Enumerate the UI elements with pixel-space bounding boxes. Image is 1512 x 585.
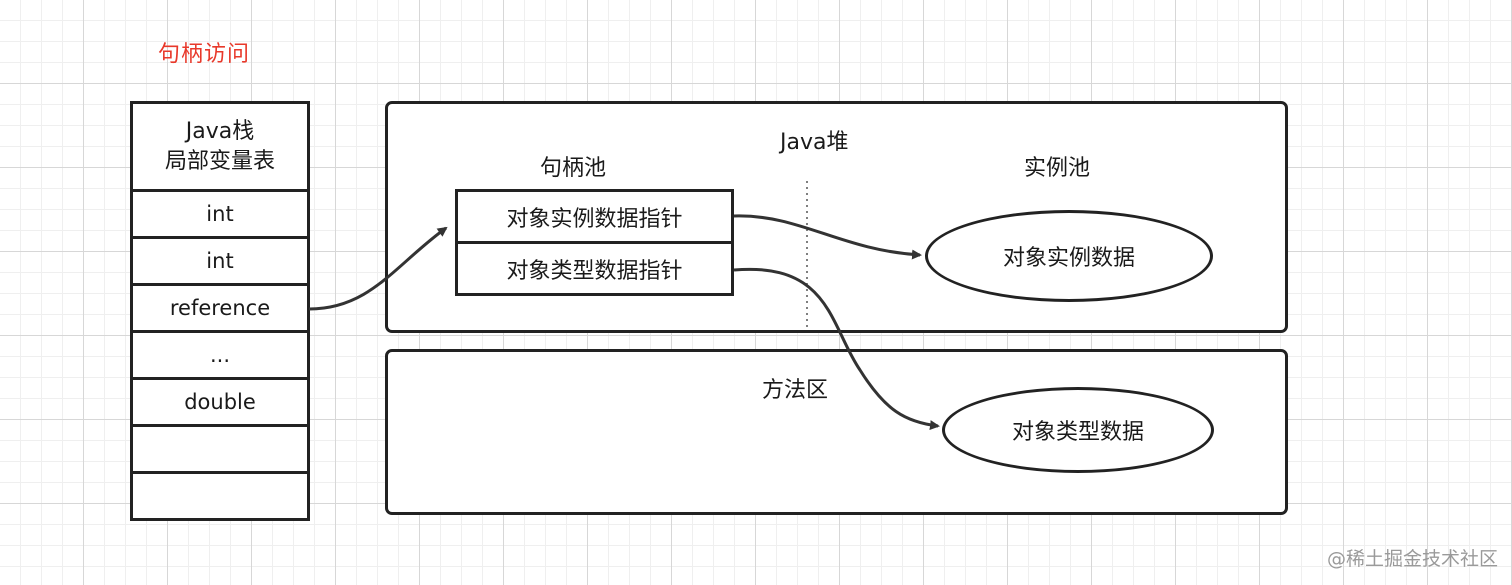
handle-pool: 对象实例数据指针 对象类型数据指针 — [455, 189, 734, 296]
stack-header-title: Java栈 — [185, 118, 255, 144]
stack-slot: int — [133, 192, 307, 239]
instance-data-ellipse: 对象实例数据 — [925, 210, 1213, 302]
stack-header: Java栈 局部变量表 — [133, 104, 307, 192]
stack-header-subtitle: 局部变量表 — [164, 148, 275, 174]
instance-pool-title: 实例池 — [1024, 156, 1091, 181]
method-area-title: 方法区 — [762, 378, 829, 403]
stack-slot: double — [133, 380, 307, 427]
stack-slot: ... — [133, 333, 307, 380]
java-stack: Java栈 局部变量表 int int reference ... double — [130, 101, 310, 521]
handle-pool-title: 句柄池 — [540, 156, 607, 181]
stack-slot-reference: reference — [133, 286, 307, 333]
type-data-ellipse: 对象类型数据 — [942, 387, 1214, 473]
stack-slot: int — [133, 239, 307, 286]
watermark: @稀土掘金技术社区 — [1326, 548, 1498, 570]
type-data-pointer: 对象类型数据指针 — [506, 258, 683, 284]
instance-data-pointer: 对象实例数据指针 — [458, 192, 731, 244]
diagram-title: 句柄访问 — [158, 42, 251, 67]
stack-slot — [133, 427, 307, 474]
stack-slot — [133, 474, 307, 518]
heap-title: Java堆 — [780, 130, 849, 155]
